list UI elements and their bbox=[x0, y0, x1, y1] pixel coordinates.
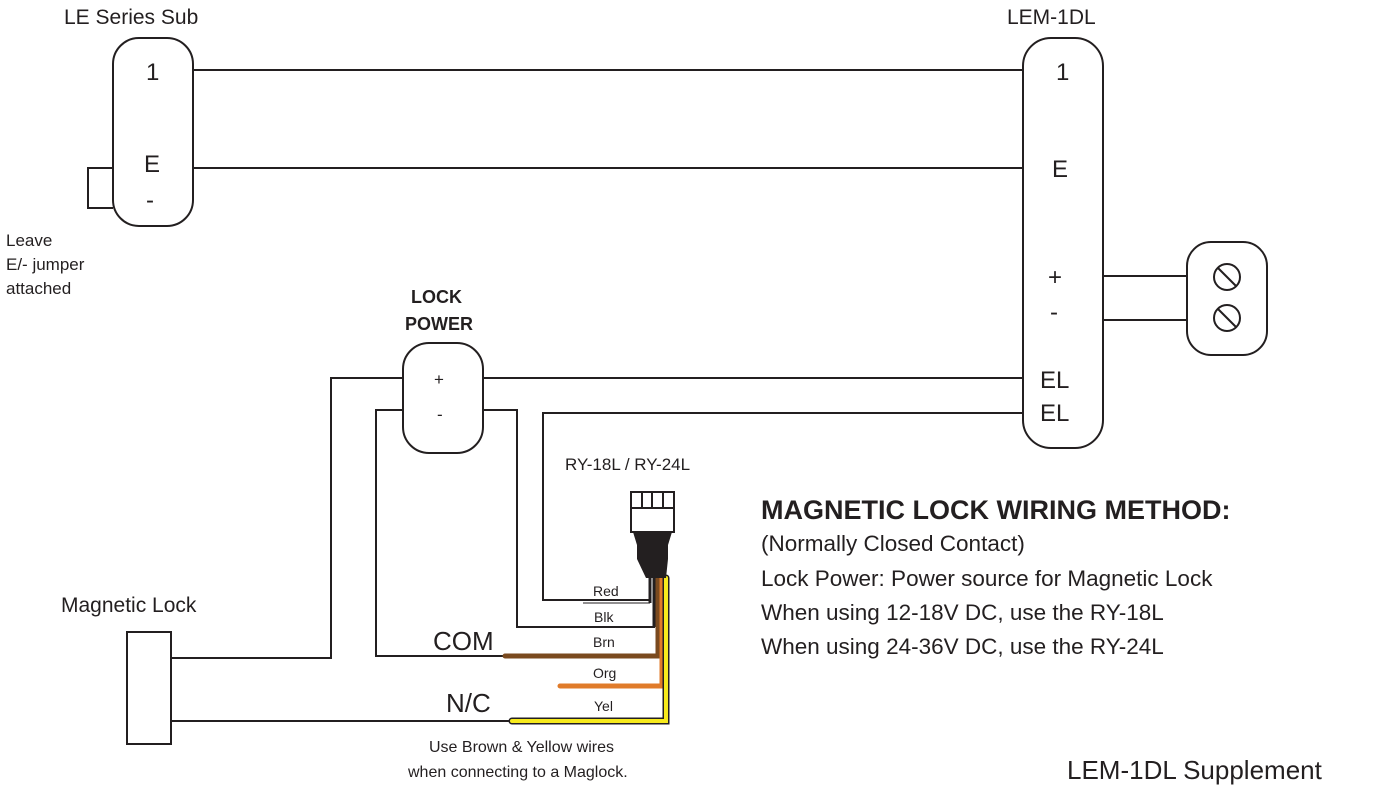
lem-pin-e: E bbox=[1052, 156, 1068, 183]
lem-pin-plus: + bbox=[1048, 264, 1062, 291]
lock-power-body bbox=[402, 342, 484, 454]
relay: RY-18L / RY-24L Red Blk Brn Org Yel COM … bbox=[407, 455, 690, 781]
power-terminal bbox=[1186, 241, 1268, 356]
wire-label-yel: Yel bbox=[594, 698, 613, 714]
lem-pin-1: 1 bbox=[1056, 59, 1069, 86]
jumper-note-line-2: E/- jumper bbox=[6, 255, 85, 274]
lead-yellow bbox=[510, 576, 668, 723]
wire-label-org: Org bbox=[593, 665, 616, 681]
wire-power-minus-to-blk bbox=[483, 409, 655, 628]
lem-title: LEM-1DL bbox=[1007, 6, 1096, 29]
screw-terminal-icon bbox=[1213, 304, 1241, 332]
lem-pin-el-2: EL bbox=[1040, 400, 1069, 427]
lock-power-pin-plus: + bbox=[434, 370, 444, 389]
footer-title: LEM-1DL Supplement bbox=[1067, 755, 1323, 785]
wire-power-minus-to-com bbox=[375, 409, 505, 657]
lock-power: LOCK POWER + - bbox=[402, 287, 484, 454]
wiring-method-info: MAGNETIC LOCK WIRING METHOD: (Normally C… bbox=[761, 495, 1230, 659]
lem-1dl: LEM-1DL 1 E + - EL EL bbox=[1007, 6, 1104, 449]
lem-pin-el-1: EL bbox=[1040, 367, 1069, 394]
wire-label-brn: Brn bbox=[593, 634, 615, 650]
info-heading: MAGNETIC LOCK WIRING METHOD: bbox=[761, 495, 1230, 525]
maglock-body bbox=[126, 631, 172, 745]
le-sub-pin-minus: - bbox=[146, 187, 154, 214]
lock-power-pin-minus: - bbox=[437, 405, 443, 424]
magnetic-lock: Magnetic Lock bbox=[61, 594, 197, 745]
nc-label: N/C bbox=[446, 688, 491, 718]
info-line-2: Lock Power: Power source for Magnetic Lo… bbox=[761, 566, 1213, 591]
lem-pin-minus: - bbox=[1050, 299, 1058, 326]
le-sub-pin-e: E bbox=[144, 151, 160, 178]
le-sub-body bbox=[112, 37, 194, 227]
maglock-title: Magnetic Lock bbox=[61, 594, 197, 617]
lem-body bbox=[1022, 37, 1104, 449]
lead-brown bbox=[502, 575, 661, 659]
jumper-note-line-1: Leave bbox=[6, 231, 52, 250]
lock-power-title-1: LOCK bbox=[411, 287, 462, 307]
info-line-4: When using 24-36V DC, use the RY-24L bbox=[761, 634, 1164, 659]
relay-note-line-1: Use Brown & Yellow wires bbox=[429, 739, 614, 756]
lock-power-title-2: POWER bbox=[405, 314, 473, 334]
wire-power-plus-to-maglock bbox=[171, 377, 403, 659]
wire-label-red: Red bbox=[593, 583, 619, 599]
wire-label-blk: Blk bbox=[594, 609, 614, 625]
lead-orange bbox=[557, 575, 665, 689]
relay-leads bbox=[502, 574, 670, 725]
com-label: COM bbox=[433, 626, 494, 656]
jumper-note-line-3: attached bbox=[6, 279, 71, 298]
le-series-sub: LE Series Sub 1 E - Leave E/- jumper att… bbox=[6, 6, 198, 298]
le-sub-pin-1: 1 bbox=[146, 59, 159, 86]
info-line-3: When using 12-18V DC, use the RY-18L bbox=[761, 600, 1164, 625]
relay-connector-icon bbox=[630, 491, 675, 578]
terminal-body bbox=[1186, 241, 1268, 356]
wire-el-to-red bbox=[542, 412, 1023, 601]
info-line-1: (Normally Closed Contact) bbox=[761, 531, 1025, 556]
relay-note-line-2: when connecting to a Maglock. bbox=[407, 764, 628, 781]
le-sub-title: LE Series Sub bbox=[64, 6, 198, 29]
black-wires bbox=[171, 69, 1205, 722]
jumper-wire bbox=[87, 167, 113, 209]
screw-terminal-icon bbox=[1213, 263, 1241, 291]
relay-title: RY-18L / RY-24L bbox=[565, 455, 690, 474]
